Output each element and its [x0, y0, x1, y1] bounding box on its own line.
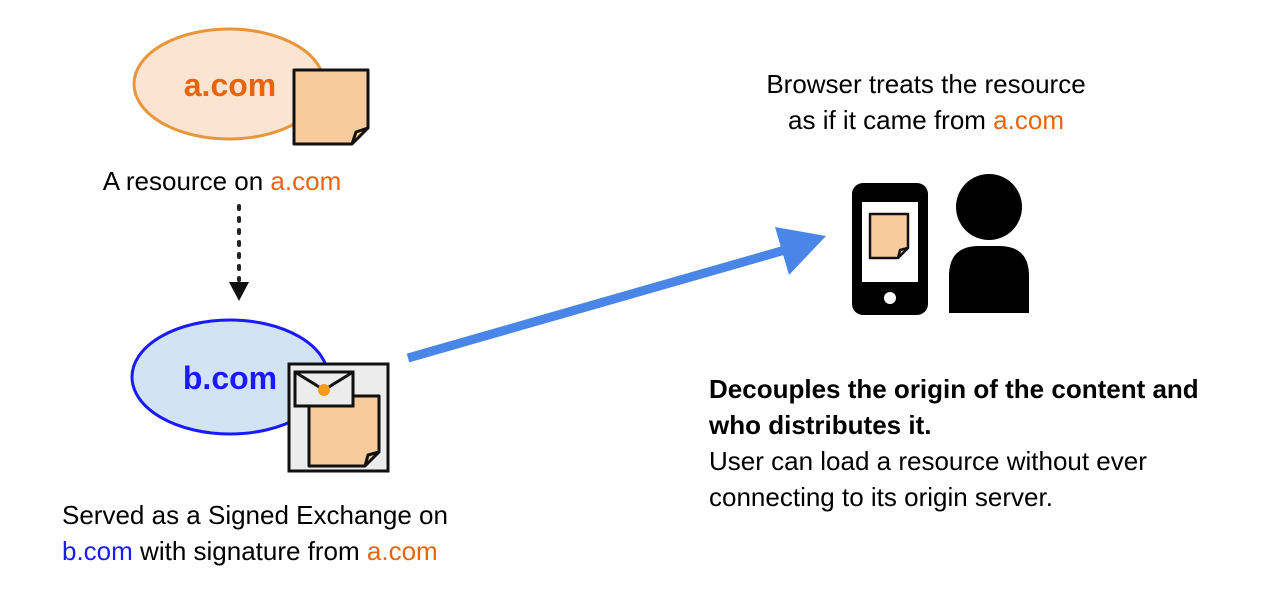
- origin-a-caption-prefix: A resource on: [102, 166, 271, 196]
- distributor-b-caption-b: b.com: [62, 536, 133, 566]
- signed-exchange-icon: [287, 362, 390, 473]
- browser-note-line1: Browser treats the resource: [766, 69, 1086, 99]
- distributor-b-caption-mid: with signature from: [132, 536, 367, 566]
- distributor-b-label: b.com: [183, 360, 277, 396]
- summary-line4: connecting to its origin server.: [709, 482, 1053, 512]
- distributor-b-caption: Served as a Signed Exchange on b.com wit…: [62, 497, 448, 569]
- origin-a-caption: A resource on a.com: [0, 163, 444, 199]
- browser-note-line2: as if it came from a.com: [672, 102, 1180, 138]
- summary-text: Decouples the origin of the content and …: [709, 371, 1199, 515]
- distributor-b-caption-line1: Served as a Signed Exchange on: [62, 500, 448, 530]
- browser-note: Browser treats the resource as if it cam…: [672, 66, 1180, 138]
- browser-note-line2-prefix: as if it came from: [788, 105, 994, 135]
- document-icon: [292, 68, 370, 146]
- browser-note-link: a.com: [993, 105, 1064, 135]
- dotted-arrow-icon: [229, 204, 249, 301]
- summary-line3: User can load a resource without ever: [709, 446, 1147, 476]
- origin-a-label: a.com: [184, 67, 276, 103]
- phone-icon: [852, 183, 928, 315]
- origin-a-caption-link: a.com: [270, 166, 342, 196]
- distributor-b-caption-a: a.com: [366, 536, 438, 566]
- arrow-icon: [406, 227, 826, 363]
- user-icon: [949, 174, 1029, 313]
- distributor-b-caption-line2: b.com with signature from a.com: [62, 533, 448, 569]
- summary-bold-line2: who distributes it.: [709, 410, 932, 440]
- summary-bold-line1: Decouples the origin of the content and: [709, 374, 1199, 404]
